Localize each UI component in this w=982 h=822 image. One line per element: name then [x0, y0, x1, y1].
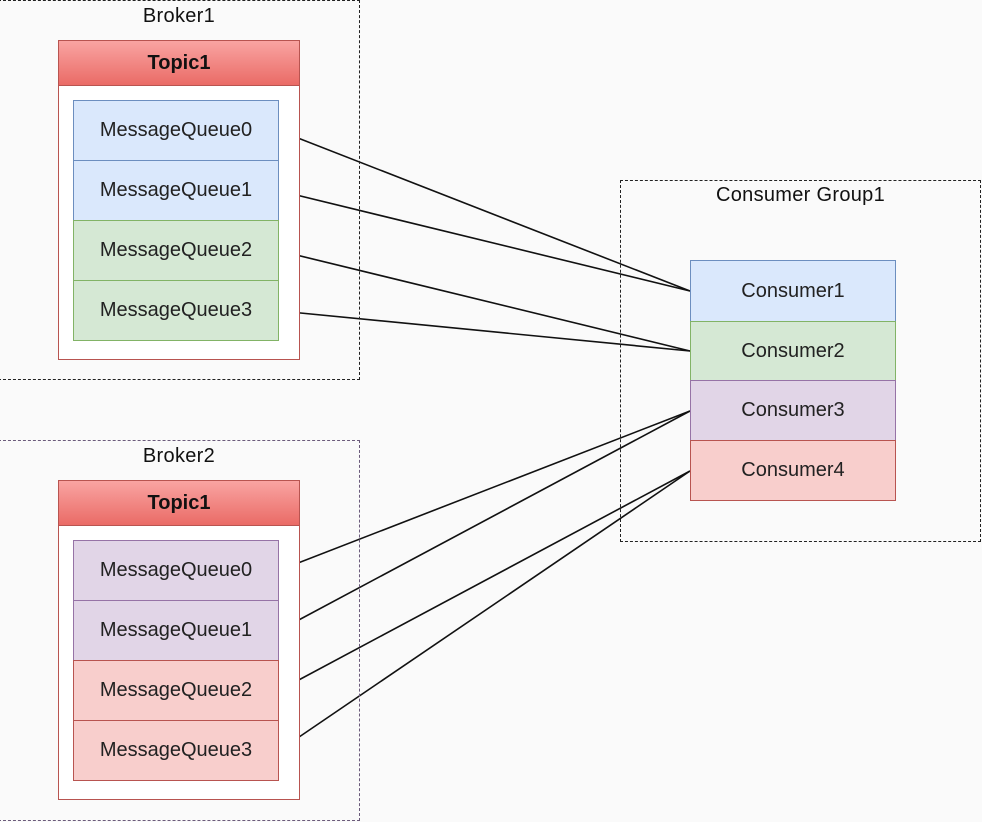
broker1-title: Broker1 — [142, 5, 216, 27]
broker2-topic-header: Topic1 — [59, 481, 299, 526]
consumer3: Consumer3 — [690, 380, 896, 441]
arrow-consumer2-to-broker1-queue3 — [279, 306, 691, 352]
broker1-queue0: MessageQueue0 — [73, 100, 279, 161]
broker2-title: Broker2 — [142, 445, 216, 467]
broker2-queue2: MessageQueue2 — [73, 660, 279, 721]
broker2-queue3: MessageQueue3 — [73, 720, 279, 781]
arrow-consumer4-to-broker2-queue3 — [279, 470, 691, 751]
arrow-consumer3-to-broker2-queue1 — [279, 410, 691, 631]
broker1-queue3: MessageQueue3 — [73, 280, 279, 341]
consumer-group-title: Consumer Group1 — [715, 184, 886, 206]
broker1-queue1: MessageQueue1 — [73, 160, 279, 221]
consumer-group-container: Consumer Group1 — [620, 180, 981, 542]
consumer2: Consumer2 — [690, 321, 896, 381]
arrow-consumer4-to-broker2-queue2 — [279, 470, 691, 691]
consumer4: Consumer4 — [690, 440, 896, 501]
broker1-container: Broker1 — [0, 0, 360, 380]
arrow-consumer1-to-broker1-queue1 — [279, 188, 691, 292]
arrow-consumer3-to-broker2-queue0 — [279, 410, 691, 572]
arrow-consumer2-to-broker1-queue2 — [279, 248, 691, 352]
broker2-queue0: MessageQueue0 — [73, 540, 279, 601]
consumer1: Consumer1 — [690, 260, 896, 322]
broker1-topic-header: Topic1 — [59, 41, 299, 86]
broker2-queue1: MessageQueue1 — [73, 600, 279, 661]
arrow-consumer1-to-broker1-queue0 — [279, 129, 691, 292]
broker2-container: Broker2 — [0, 440, 360, 821]
broker1-queue2: MessageQueue2 — [73, 220, 279, 281]
